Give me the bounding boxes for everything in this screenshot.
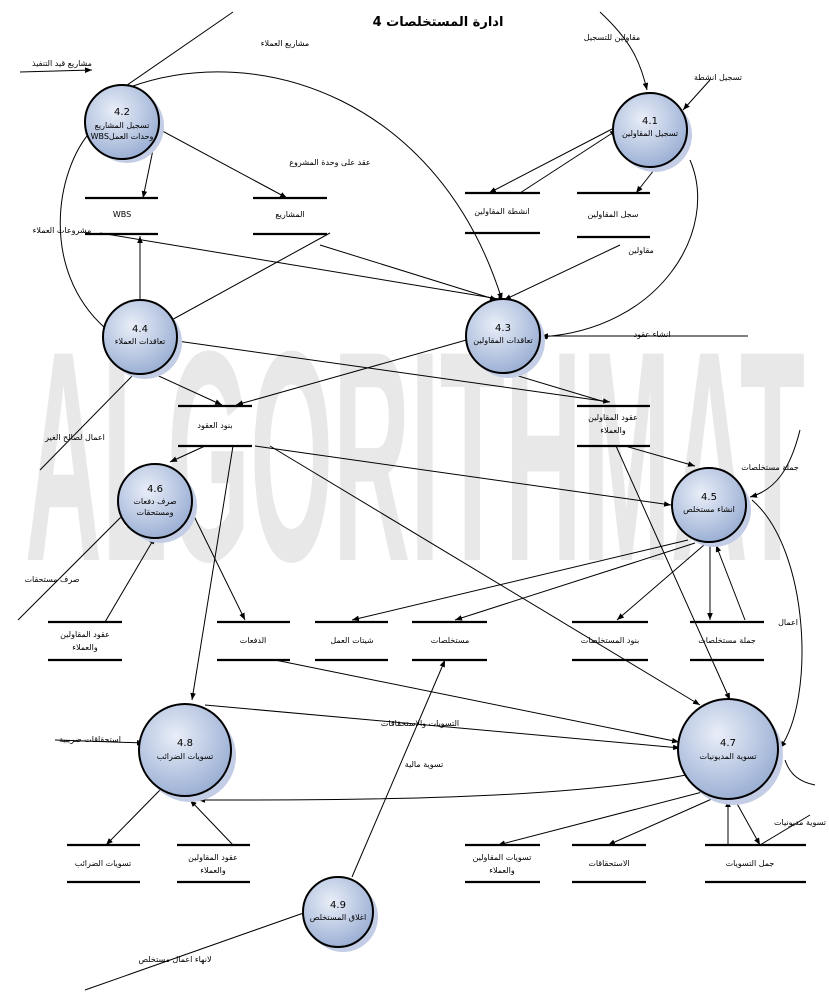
process-4-7: 4.7 تسوية المديونيات xyxy=(677,698,783,805)
process-4-3: 4.3 تعاقدات المقاولين xyxy=(465,298,545,378)
process-label-line: تسويات الضرائب xyxy=(157,752,214,761)
process-label-line: تعاقدات العملاء xyxy=(115,337,166,346)
process-id: 4.7 xyxy=(720,738,736,749)
process-id: 4.8 xyxy=(177,738,193,749)
flow-label: مقاولين xyxy=(628,246,654,255)
datastore-label: بنود العقود xyxy=(197,421,232,430)
flow-label: تسوية مالية xyxy=(405,760,443,769)
process-label-line: تعاقدات المقاولين xyxy=(473,336,532,345)
diagram-title: 4 ادارة المستخلصات xyxy=(373,15,504,30)
data-flows xyxy=(17,11,816,991)
flow-label: لانهاء اعمال مستخلص xyxy=(138,955,211,964)
datastore-label: عقود المقاولين xyxy=(60,630,110,639)
process-4-4: 4.4 تعاقدات العملاء xyxy=(102,299,182,379)
flow-labels: مشاريع العملاء مشاريع قيد التنفيذ مقاولي… xyxy=(24,33,826,964)
process-label-line: ومستحقات xyxy=(137,508,174,517)
process-label-line: تسوية المديونيات xyxy=(699,752,756,761)
datastore-extract-totals: جملة مستخلصات xyxy=(690,620,764,662)
datastore-label: والعملاء xyxy=(72,643,98,652)
datastore-label: تسويات المقاولين xyxy=(473,853,532,862)
process-label-line: اغلاق المستخلص xyxy=(310,913,366,922)
process-4-9: 4.9 اغلاق المستخلص xyxy=(302,876,378,952)
process-id: 4.9 xyxy=(330,900,346,911)
datastore-contractor-activities: انشطة المقاولين xyxy=(465,191,540,235)
datastore-contractor-settlements: تسويات المقاولين والعملاء xyxy=(465,843,540,884)
datastore-label: جمل التسويات xyxy=(726,859,775,868)
process-4-6: 4.6 صرف دفعات ومستحقات xyxy=(117,463,197,543)
datastore-label: انشطة المقاولين xyxy=(474,207,530,216)
datastore-label: عقود المقاولين xyxy=(188,853,238,862)
flow-label: اعمال xyxy=(778,618,798,627)
flow-label: مشروعات العملاء xyxy=(33,226,92,235)
datastore-extracts: مستخلصات xyxy=(412,620,487,662)
process-label-line: تسجيل المقاولين xyxy=(622,129,678,138)
datastore-label: WBS xyxy=(113,210,131,219)
flow-label: تسوية مديونيات xyxy=(774,818,826,827)
flow-label: صرف مستحقات xyxy=(24,575,79,584)
process-4-2: 4.2 تسجيل المشاريع WBSوحدات العمل xyxy=(84,84,164,163)
process-4-8: 4.8 تسويات الضرائب xyxy=(138,703,236,802)
datastore-label: تسويات الضرائب xyxy=(75,859,132,868)
datastore-extract-items: بنود المستخلصات xyxy=(572,620,648,662)
flow-label: استحقاقات ضريبية xyxy=(59,735,121,744)
datastore-payments: الدفعات xyxy=(217,620,290,662)
datastore-label: الدفعات xyxy=(240,636,267,645)
process-4-1: 4.1 تسجيل المقاولين xyxy=(612,92,692,172)
datastore-settlement-totals: جمل التسويات xyxy=(705,843,806,884)
datastore-label: شيتات العمل xyxy=(330,636,374,645)
datastore-label: عقود المقاولين xyxy=(588,413,638,422)
process-label-line: WBSوحدات العمل xyxy=(91,132,154,141)
process-label-line: صرف دفعات xyxy=(133,497,176,506)
flow-label: مقاولين للتسجيل xyxy=(584,33,640,42)
flow-label: جملة مستخلصات xyxy=(741,463,799,472)
process-4-5: 4.5 انشاء مستخلص xyxy=(671,467,751,547)
process-id: 4.6 xyxy=(147,484,163,495)
process-label-line: تسجيل المشاريع xyxy=(95,121,150,130)
flow-label: مشاريع قيد التنفيذ xyxy=(32,59,92,68)
datastore-wbs: WBS xyxy=(85,196,158,236)
datastore-worksheets: شيتات العمل xyxy=(315,620,388,662)
datastore-contracts-3: عقود المقاولين والعملاء xyxy=(177,843,250,884)
datastore-label: مستخلصات xyxy=(431,636,470,645)
datastore-contracts: عقود المقاولين والعملاء xyxy=(577,404,650,448)
flow-label: انشاء عقود xyxy=(634,330,671,339)
flow-label: التسويات والاستحقاقات xyxy=(381,719,459,728)
datastore-label: المشاريع xyxy=(275,210,304,219)
datastore-label: سجل المقاولين xyxy=(587,210,638,219)
datastore-label: والعملاء xyxy=(200,866,226,875)
process-label-line: انشاء مستخلص xyxy=(683,505,735,514)
datastore-label: والعملاء xyxy=(489,866,515,875)
datastore-label: جملة مستخلصات xyxy=(698,636,756,645)
process-id: 4.4 xyxy=(132,324,148,335)
process-id: 4.5 xyxy=(701,492,717,503)
process-id: 4.1 xyxy=(642,116,658,127)
datastore-label: الاستحقاقات xyxy=(588,859,629,868)
process-id: 4.3 xyxy=(495,323,511,334)
flow-label: اعمال لصالح الغير xyxy=(44,433,105,442)
datastore-label: والعملاء xyxy=(600,426,626,435)
flow-label: مشاريع العملاء xyxy=(261,39,309,48)
flow-label: عقد على وحدة المشروع xyxy=(289,158,370,167)
datastore-contracts-2: عقود المقاولين والعملاء xyxy=(48,620,122,662)
flow-label: تسجيل انشطة xyxy=(694,73,742,82)
datastore-tax-settlements: تسويات الضرائب xyxy=(67,843,140,884)
datastore-projects: المشاريع xyxy=(253,196,327,236)
datastore-label: بنود المستخلصات xyxy=(581,636,639,645)
datastore-dues: الاستحقاقات xyxy=(572,843,646,884)
process-id: 4.2 xyxy=(114,107,130,118)
datastore-contractor-registry: سجل المقاولين xyxy=(577,191,650,239)
datastore-contract-terms: بنود العقود xyxy=(178,404,252,448)
